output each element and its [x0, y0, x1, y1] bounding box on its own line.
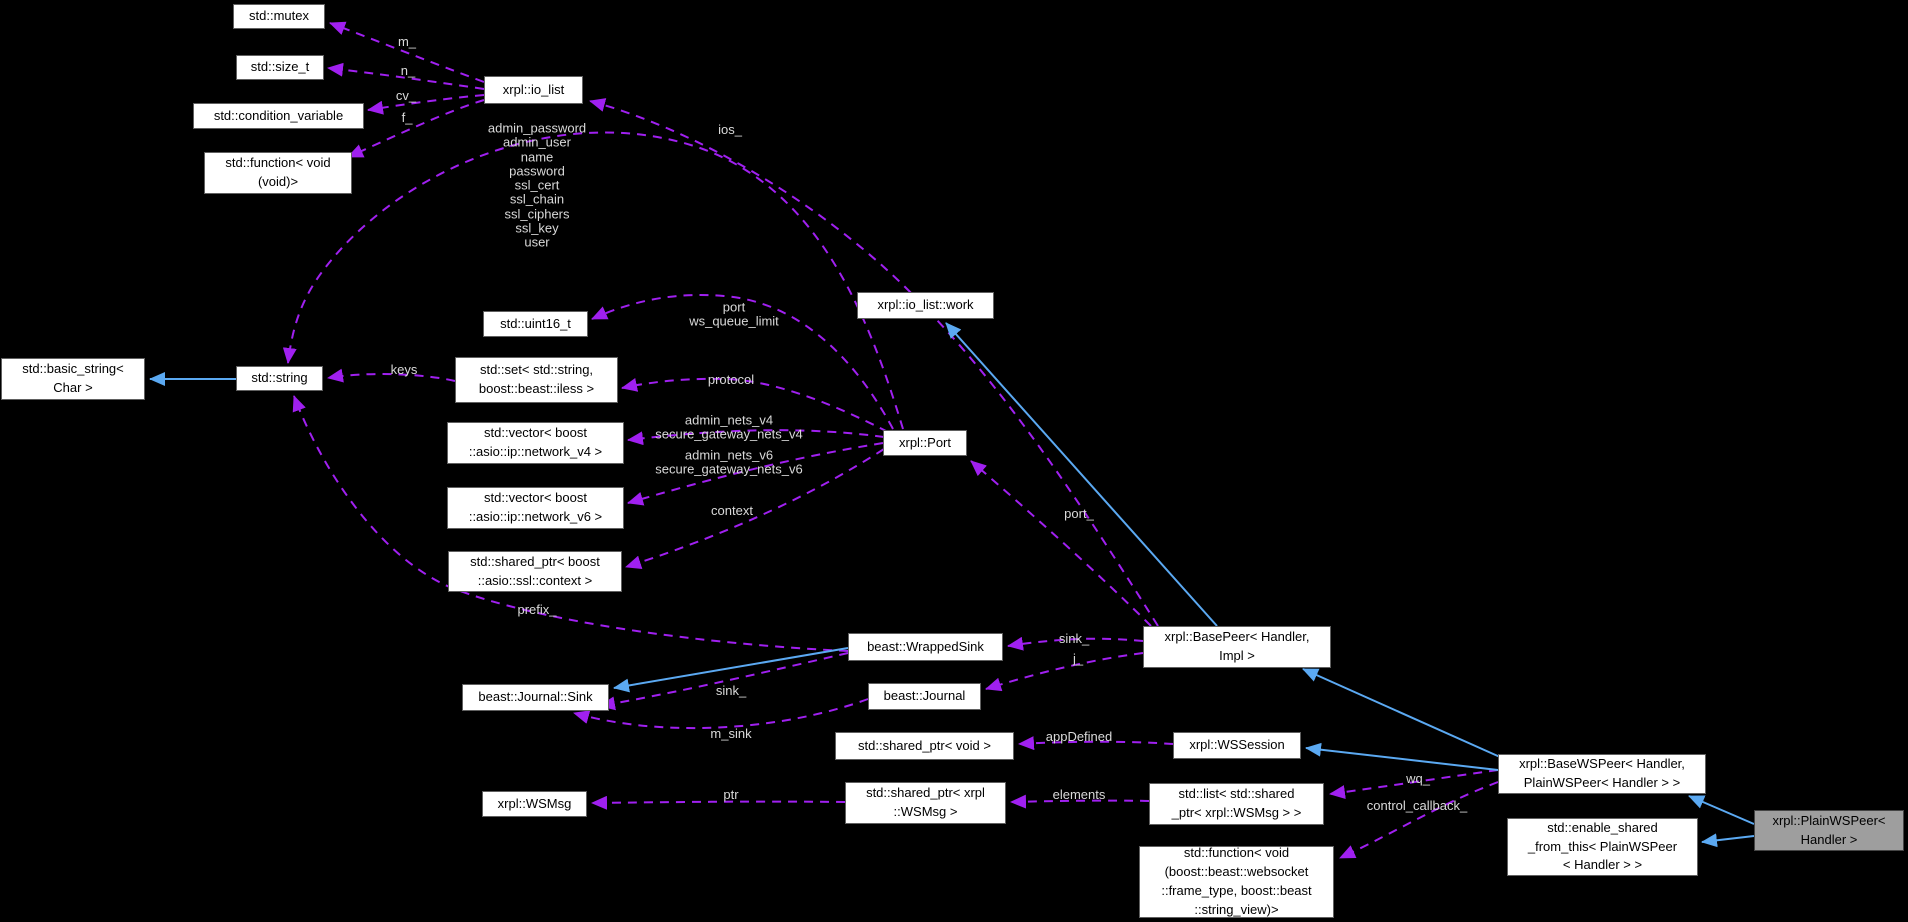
inheritance-edge-base_peer-to-io_list_work	[945, 322, 1218, 627]
class-node-io_list_work[interactable]: xrpl::io_list::work	[857, 292, 994, 319]
class-node-list_sptr[interactable]: std::list< std::shared _ptr< xrpl::WSMsg…	[1149, 783, 1324, 825]
usage-edge-port-to-string	[282, 131, 904, 430]
usage-edge-wrapped_sink-to-string	[292, 395, 849, 652]
class-node-journal[interactable]: beast::Journal	[868, 683, 981, 710]
class-node-sptr_wsmsg[interactable]: std::shared_ptr< xrpl ::WSMsg >	[845, 782, 1006, 824]
usage-edge-io_list-to-cond_var	[367, 94, 485, 115]
usage-edge-base_peer-to-journal	[985, 652, 1144, 692]
usage-edge-base_peer-to-port	[970, 460, 1152, 627]
class-node-ws_session[interactable]: xrpl::WSSession	[1173, 732, 1301, 759]
inheritance-edge-plain_ws_peer-to-base_ws_peer	[1688, 795, 1755, 825]
class-node-wsmsg[interactable]: xrpl::WSMsg	[482, 791, 587, 817]
usage-edge-list_sptr-to-sptr_wsmsg	[1010, 794, 1150, 809]
class-node-base_ws_peer[interactable]: xrpl::BaseWSPeer< Handler, PlainWSPeer< …	[1498, 754, 1706, 794]
class-node-vector_v6[interactable]: std::vector< boost ::asio::ip::network_v…	[447, 487, 624, 529]
usage-edge-io_list-to-size_t	[327, 62, 485, 90]
class-node-journal_sink[interactable]: beast::Journal::Sink	[462, 684, 609, 711]
usage-edge-base_ws_peer-to-list_sptr	[1329, 769, 1499, 799]
usage-edge-port-to-vector_v6	[627, 442, 884, 506]
usage-edge-port-to-sptr_ssl	[625, 448, 885, 570]
class-node-wrapped_sink[interactable]: beast::WrappedSink	[848, 633, 1003, 661]
class-node-enable_shared[interactable]: std::enable_shared _from_this< PlainWSPe…	[1507, 818, 1698, 876]
usage-edge-ws_session-to-sptr_void	[1018, 736, 1174, 751]
usage-edge-port-to-vector_v4	[627, 429, 885, 446]
class-node-mutex[interactable]: std::mutex	[233, 4, 325, 29]
usage-edge-port-to-uint16	[591, 293, 894, 430]
inheritance-edge-base_ws_peer-to-base_peer	[1302, 668, 1501, 758]
usage-edge-journal-to-journal_sink	[573, 698, 869, 730]
class-node-port[interactable]: xrpl::Port	[883, 430, 967, 456]
class-node-basic_string[interactable]: std::basic_string< Char >	[1, 358, 145, 400]
inheritance-edge-plain_ws_peer-to-enable_shared	[1701, 833, 1755, 848]
inheritance-edge-wrapped_sink-to-journal_sink	[613, 647, 849, 693]
class-node-size_t[interactable]: std::size_t	[236, 55, 324, 80]
class-node-vector_v4[interactable]: std::vector< boost ::asio::ip::network_v…	[447, 422, 624, 464]
usage-edge-sptr_wsmsg-to-wsmsg	[591, 795, 846, 810]
usage-edge-base_peer-to-io_list	[589, 98, 1159, 627]
usage-edge-io_list-to-function_void	[347, 99, 485, 158]
usage-edge-base_ws_peer-to-function_ws	[1339, 781, 1499, 859]
usage-edge-wrapped_sink-to-journal_sink	[599, 652, 849, 711]
usage-edge-port-to-set_string	[621, 377, 889, 433]
class-node-sptr_ssl[interactable]: std::shared_ptr< boost ::asio::ssl::cont…	[448, 551, 622, 592]
class-node-function_ws[interactable]: std::function< void (boost::beast::webso…	[1139, 845, 1334, 918]
usage-edge-set_string-to-string	[327, 368, 456, 383]
usage-edge-io_list-to-mutex	[329, 21, 485, 83]
class-node-plain_ws_peer: xrpl::PlainWSPeer< Handler >	[1754, 810, 1904, 851]
class-node-uint16[interactable]: std::uint16_t	[483, 311, 588, 337]
class-node-set_string[interactable]: std::set< std::string, boost::beast::ile…	[455, 357, 618, 403]
class-node-sptr_void[interactable]: std::shared_ptr< void >	[835, 732, 1014, 760]
class-node-base_peer[interactable]: xrpl::BasePeer< Handler, Impl >	[1143, 626, 1331, 668]
class-node-function_void[interactable]: std::function< void (void)>	[204, 152, 352, 194]
class-node-io_list[interactable]: xrpl::io_list	[484, 76, 583, 104]
inheritance-edge-base_ws_peer-to-ws_session	[1305, 742, 1499, 771]
class-node-cond_var[interactable]: std::condition_variable	[193, 103, 364, 129]
usage-edge-base_peer-to-wrapped_sink	[1007, 636, 1144, 651]
class-node-string[interactable]: std::string	[236, 366, 323, 391]
